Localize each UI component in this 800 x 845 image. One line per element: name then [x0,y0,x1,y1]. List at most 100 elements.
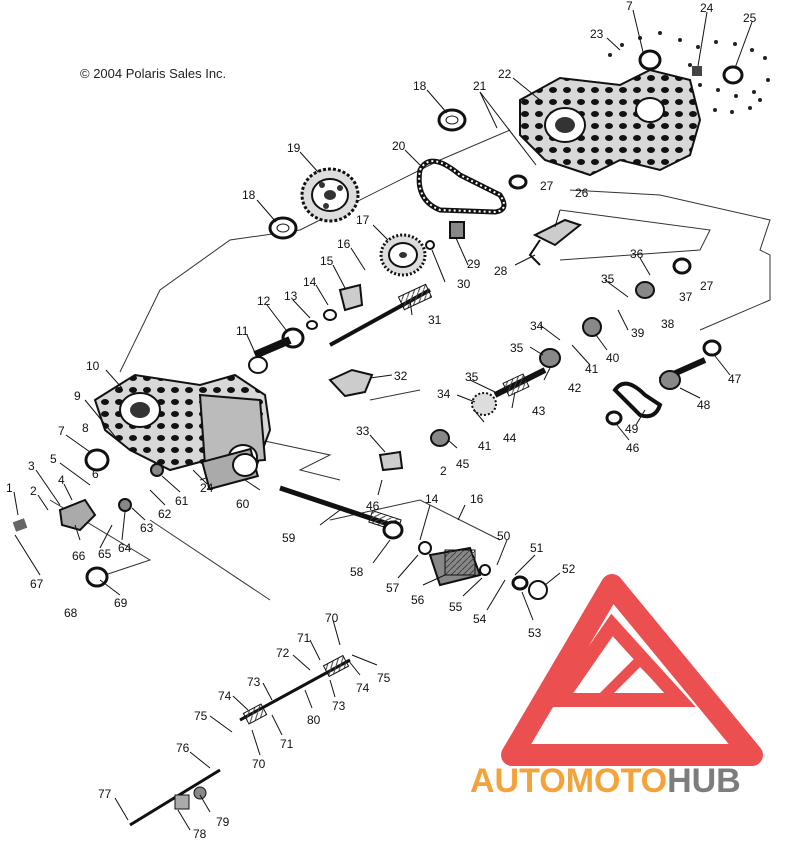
callout-c18a: 18 [242,188,256,202]
gear-63 [118,498,132,512]
gear-17 [379,233,427,277]
callout-c34a: 34 [437,387,451,401]
callout-c16a: 16 [337,237,351,251]
callout-c43: 43 [532,404,546,418]
callout-c13: 13 [284,289,298,303]
callout-c35a: 35 [465,370,479,384]
callout-c66: 66 [72,549,86,563]
callout-c59: 59 [282,531,296,545]
callout-c20: 20 [392,139,406,153]
callout-c76: 76 [176,741,190,755]
callout-c45: 45 [456,457,470,471]
callout-c79: 79 [216,815,230,829]
callout-c58: 58 [350,565,364,579]
shift-lever-26 [528,218,583,266]
bearing-53 [511,575,529,591]
callout-c15: 15 [320,254,334,268]
ring-57 [418,541,432,555]
callout-c67: 67 [30,577,44,591]
callout-c36: 36 [630,247,644,261]
gear-61 [150,463,164,477]
callout-c7b: 7 [626,0,633,13]
watermark-text: AUTOMOTOHUB [470,762,741,800]
callout-c33: 33 [356,424,370,438]
callout-c73b: 73 [332,699,346,713]
callout-c52: 52 [562,562,576,576]
assembly-guide-lines [49,129,771,601]
callout-c18b: 18 [413,79,427,93]
watermark-logo [501,574,763,766]
drive-chain [416,158,507,215]
callout-c72: 72 [276,646,290,660]
callout-c14b: 14 [425,492,439,506]
callout-c10: 10 [86,359,100,373]
callout-c47: 47 [728,372,742,386]
callout-c27b: 27 [700,279,714,293]
gear-40 [582,317,602,337]
callout-c74b: 74 [356,681,370,695]
coupler-56 [428,546,482,587]
callout-c71a: 71 [297,631,311,645]
callout-c50: 50 [497,529,511,543]
callout-c42: 42 [568,381,582,395]
watermark-part1: AUTOMOTO [470,762,667,800]
callout-c9: 9 [74,389,81,403]
callout-c35b: 35 [510,341,524,355]
callout-c1: 1 [6,481,13,495]
guard-32 [328,368,374,398]
callout-c4: 4 [58,473,65,487]
callout-c24a: 24 [700,1,714,15]
callout-c41b: 41 [585,362,599,376]
callout-c11: 11 [236,324,249,338]
o-ring-52 [528,580,548,600]
callout-c53: 53 [528,626,542,640]
seal-18-left [268,216,298,240]
callout-c51: 51 [530,541,544,555]
shaft-59 [279,485,402,532]
part-1 [12,518,28,532]
callout-c21: 21 [473,79,487,93]
copyright-notice: © 2004 Polaris Sales Inc. [80,66,227,81]
callout-c26: 26 [575,186,589,200]
callout-c14a: 14 [303,275,317,289]
gear-29 [449,221,465,239]
callout-c25: 25 [743,11,757,25]
shaft-31 [329,283,433,347]
callout-c61: 61 [175,494,189,508]
callout-c70b: 70 [252,757,266,771]
callout-c80: 80 [307,713,321,727]
seal-18-top [437,108,467,132]
callout-c75a: 75 [194,709,208,723]
callout-c69: 69 [114,596,128,610]
callout-c29: 29 [467,257,481,271]
bearing-47 [702,339,722,357]
callout-c38: 38 [661,317,675,331]
callout-c30: 30 [457,277,471,291]
callout-c39: 39 [631,326,645,340]
svg-text:AUTOMOTOHUB: AUTOMOTOHUB [470,762,741,800]
bearing-27 [508,174,528,190]
pump-cover-66 [58,498,97,532]
callout-c37: 37 [679,290,693,304]
callout-c41a: 41 [478,439,492,453]
callout-c64: 64 [118,541,132,555]
actuator-60 [201,447,259,491]
callout-c31: 31 [428,313,442,327]
output-shaft-48 [658,357,707,390]
callout-c6: 6 [92,467,99,481]
plug-24 [692,66,702,76]
watermark-part2: HUB [667,762,741,800]
bracket-15 [338,283,364,312]
linkage-assembly-upper [239,654,351,725]
callout-c73a: 73 [247,675,261,689]
callout-c19: 19 [287,141,301,155]
bearing-27-right [672,257,692,275]
callout-c75b: 75 [377,671,391,685]
bearing-25 [722,65,744,85]
callout-c54: 54 [473,612,487,626]
callout-c7a: 7 [58,424,65,438]
callout-c57: 57 [386,581,400,595]
